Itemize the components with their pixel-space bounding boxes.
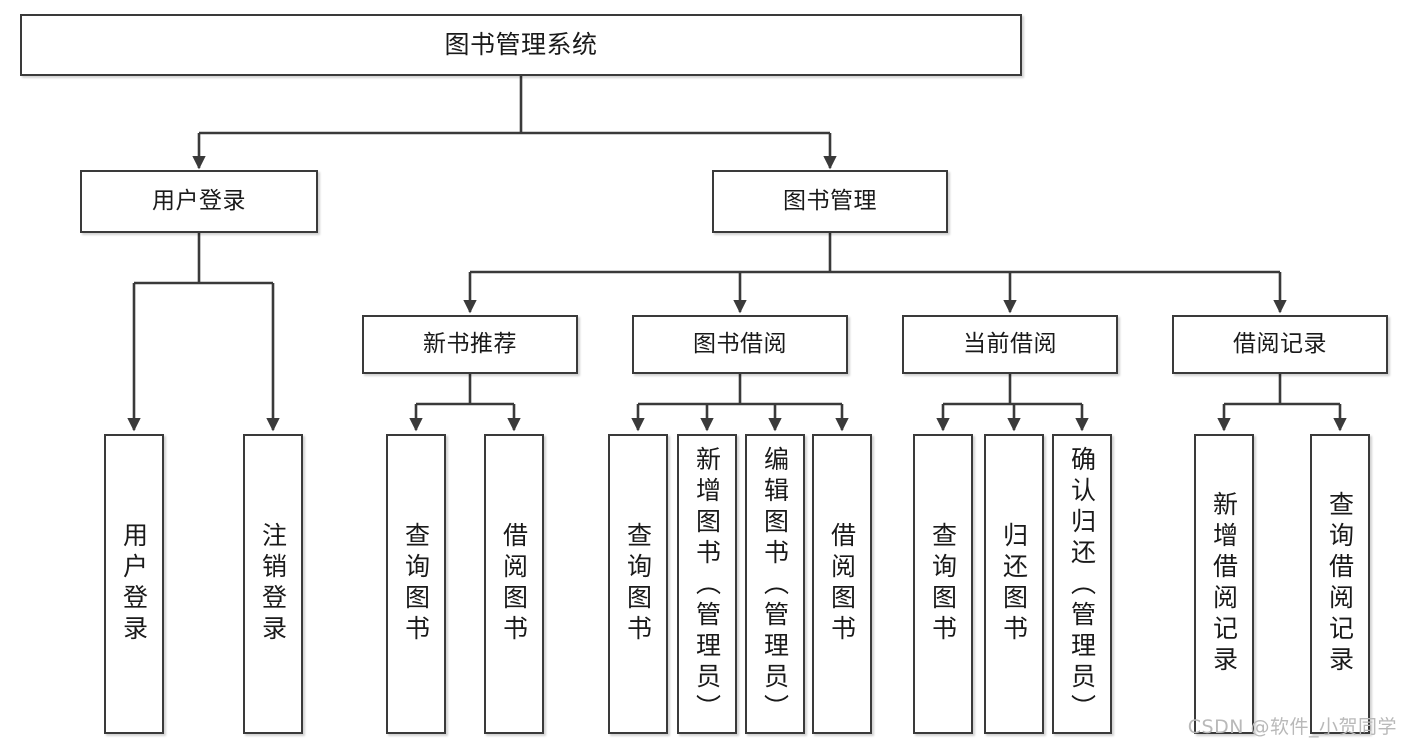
node-current-borrow[interactable]: 当前借阅 [902, 315, 1118, 374]
node-leaf-borrow-book-1[interactable]: 借阅图书 [484, 434, 544, 734]
node-leaf-confirm-return[interactable]: 确认归还（管理员） [1052, 434, 1112, 734]
node-label: 图书管理 [783, 187, 877, 214]
node-label: 查询图书 [623, 522, 653, 646]
node-label: 确认归还（管理员） [1067, 446, 1097, 725]
node-leaf-add-record[interactable]: 新增借阅记录 [1194, 434, 1254, 734]
node-label: 借阅图书 [827, 522, 857, 646]
node-leaf-edit-book[interactable]: 编辑图书（管理员） [745, 434, 805, 734]
node-root-book-management-system[interactable]: 图书管理系统 [20, 14, 1022, 76]
node-book-borrow[interactable]: 图书借阅 [632, 315, 848, 374]
node-borrow-record[interactable]: 借阅记录 [1172, 315, 1388, 374]
node-label: 用户登录 [152, 187, 246, 214]
node-label: 用户登录 [119, 522, 149, 646]
node-label: 图书管理系统 [444, 30, 598, 59]
node-leaf-user-login[interactable]: 用户登录 [104, 434, 164, 734]
node-label: 注销登录 [258, 522, 288, 646]
node-leaf-query-record[interactable]: 查询借阅记录 [1310, 434, 1370, 734]
node-new-book-recommend[interactable]: 新书推荐 [362, 315, 578, 374]
watermark-csdn: CSDN @软件_小贺同学 [1187, 716, 1397, 738]
node-label: 图书借阅 [693, 330, 787, 357]
node-leaf-add-book[interactable]: 新增图书（管理员） [677, 434, 737, 734]
node-label: 查询图书 [928, 522, 958, 646]
node-label: 编辑图书（管理员） [760, 446, 790, 725]
node-leaf-logout[interactable]: 注销登录 [243, 434, 303, 734]
node-label: 新书推荐 [423, 330, 517, 357]
node-user-login[interactable]: 用户登录 [80, 170, 318, 233]
node-book-management[interactable]: 图书管理 [712, 170, 948, 233]
node-leaf-return-book[interactable]: 归还图书 [984, 434, 1044, 734]
node-leaf-query-book-2[interactable]: 查询图书 [608, 434, 668, 734]
node-label: 查询借阅记录 [1325, 491, 1355, 677]
node-label: 新增借阅记录 [1209, 491, 1239, 677]
node-label: 借阅图书 [499, 522, 529, 646]
node-label: 归还图书 [999, 522, 1029, 646]
node-label: 查询图书 [401, 522, 431, 646]
node-leaf-query-book-1[interactable]: 查询图书 [386, 434, 446, 734]
node-leaf-query-book-3[interactable]: 查询图书 [913, 434, 973, 734]
node-leaf-borrow-book-2[interactable]: 借阅图书 [812, 434, 872, 734]
node-label: 新增图书（管理员） [692, 446, 722, 725]
node-label: 借阅记录 [1233, 330, 1327, 357]
node-label: 当前借阅 [963, 330, 1057, 357]
